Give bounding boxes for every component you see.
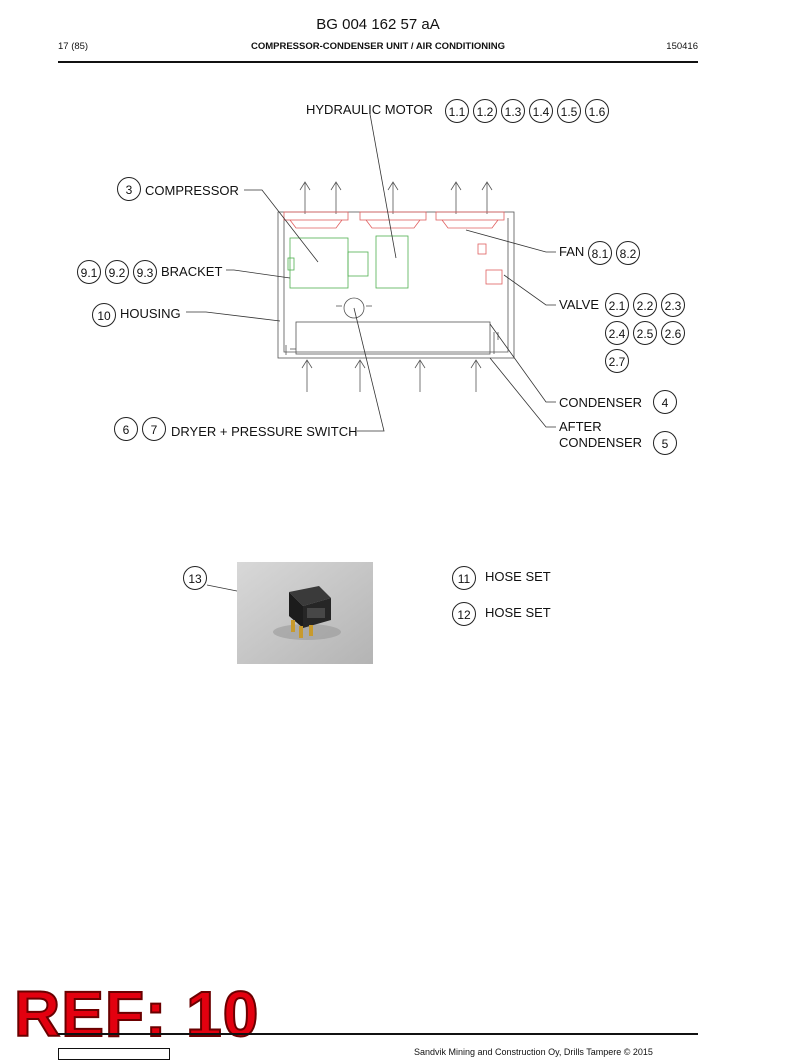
ref-hydraulic-motor-2: 1.2 (473, 99, 497, 123)
ref-hydraulic-motor-3: 1.3 (501, 99, 525, 123)
ref-dryer: 6 (114, 417, 138, 441)
leader-lines (186, 113, 556, 605)
dryer-outline (343, 297, 365, 319)
condenser-outline (295, 321, 491, 355)
after-condenser-label-line1: AFTER (559, 419, 602, 434)
ref-hydraulic-motor-1: 1.1 (445, 99, 469, 123)
ref-bracket-3: 9.3 (133, 260, 157, 284)
bracket-label: BRACKET (161, 264, 223, 279)
hose-set-12-label: HOSE SET (485, 605, 551, 620)
ref-stamp: REF: 10 (13, 978, 260, 1050)
ref-valve-7: 2.7 (605, 349, 629, 373)
fan-outlines (283, 211, 505, 285)
ref-hose-set-12: 12 (452, 602, 476, 626)
ref-pressure-switch: 7 (142, 417, 166, 441)
ref-compressor: 3 (117, 177, 141, 201)
ref-hose-set-11: 11 (452, 566, 476, 590)
hydraulic-motor-label: HYDRAULIC MOTOR (306, 102, 433, 117)
ref-hydraulic-motor-4: 1.4 (529, 99, 553, 123)
ref-bracket-1: 9.1 (77, 260, 101, 284)
ref-valve-4: 2.4 (605, 321, 629, 345)
housing-label: HOUSING (120, 306, 181, 321)
airflow-arrows-bottom (301, 359, 482, 392)
ref-fan-1: 8.1 (588, 241, 612, 265)
ref-valve-5: 2.5 (633, 321, 657, 345)
document-number: BG 004 162 57 aA (316, 16, 440, 33)
hose-set-11-label: HOSE SET (485, 569, 551, 584)
ref-valve-6: 2.6 (661, 321, 685, 345)
ref-after-condenser: 5 (653, 431, 677, 455)
ref-relay: 13 (183, 566, 207, 590)
ref-condenser: 4 (653, 390, 677, 414)
ref-valve-1: 2.1 (605, 293, 629, 317)
after-condenser-label-line2: CONDENSER (559, 435, 643, 450)
footer-rule (58, 1033, 698, 1035)
dryer-label: DRYER + PRESSURE SWITCH (171, 424, 358, 439)
housing-outline (277, 211, 515, 359)
ref-fan-2: 8.2 (616, 241, 640, 265)
ref-bracket-2: 9.2 (105, 260, 129, 284)
relay-photo (237, 562, 373, 664)
relay-icon (237, 562, 373, 664)
valve-label: VALVE (559, 297, 599, 312)
revision-date: 150416 (666, 41, 698, 52)
footer-copyright: Sandvik Mining and Construction Oy, Dril… (414, 1047, 653, 1057)
condenser-label: CONDENSER (559, 395, 643, 410)
ref-hydraulic-motor-5: 1.5 (557, 99, 581, 123)
ref-housing: 10 (92, 303, 116, 327)
section-title: COMPRESSOR-CONDENSER UNIT / AIR CONDITIO… (250, 41, 506, 52)
ref-valve-3: 2.3 (661, 293, 685, 317)
ref-hydraulic-motor-6: 1.6 (585, 99, 609, 123)
header-rule (58, 61, 698, 63)
company-logo (58, 1048, 170, 1060)
compressor-outline (287, 235, 409, 289)
compressor-label: COMPRESSOR (145, 183, 239, 198)
page-number: 17 (85) (58, 41, 89, 52)
airflow-arrows-top (299, 181, 493, 214)
ref-valve-2: 2.2 (633, 293, 657, 317)
fan-label: FAN (559, 244, 585, 259)
